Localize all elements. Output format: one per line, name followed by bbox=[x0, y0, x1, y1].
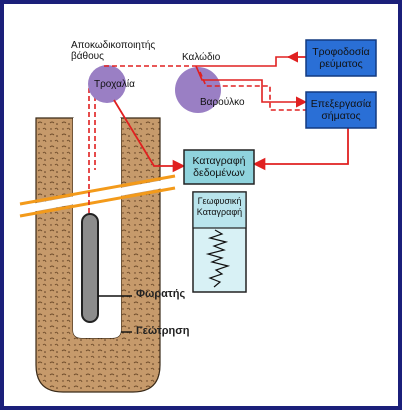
borehole-label: Γεώτρηση bbox=[136, 325, 190, 337]
depth-encoder-label: Αποκωδικοποιητής βάθους bbox=[71, 40, 156, 62]
data-recording-label: Καταγραφή δεδομένων bbox=[192, 155, 246, 179]
break-line-bottom bbox=[19, 186, 176, 218]
power-supply-label: Τροφοδοσία ρεύματος bbox=[312, 46, 370, 70]
sheave-label: Τροχαλία bbox=[94, 79, 135, 90]
power-link bbox=[196, 56, 306, 67]
winch-label: Βαρούλκο bbox=[200, 97, 245, 108]
sonde-tool bbox=[81, 213, 99, 323]
signal-processing-box bbox=[305, 91, 377, 129]
power-supply-box bbox=[305, 39, 377, 77]
break-line-top bbox=[19, 174, 176, 206]
log-trace bbox=[205, 229, 231, 288]
data-recording-box bbox=[183, 149, 255, 185]
sonde-label: Φωρατής bbox=[136, 288, 186, 300]
signal-processing-label: Επεξεργασία σήματος bbox=[310, 98, 372, 122]
signal-to-recorder-link bbox=[252, 128, 349, 171]
winch-icon bbox=[175, 67, 221, 113]
cable-label: Καλώδιο bbox=[182, 52, 221, 63]
sheave-icon bbox=[88, 65, 126, 103]
depth-signal-link bbox=[113, 99, 186, 173]
geophysical-log-label: Γεωφυσική Καταγραφή bbox=[196, 196, 243, 217]
